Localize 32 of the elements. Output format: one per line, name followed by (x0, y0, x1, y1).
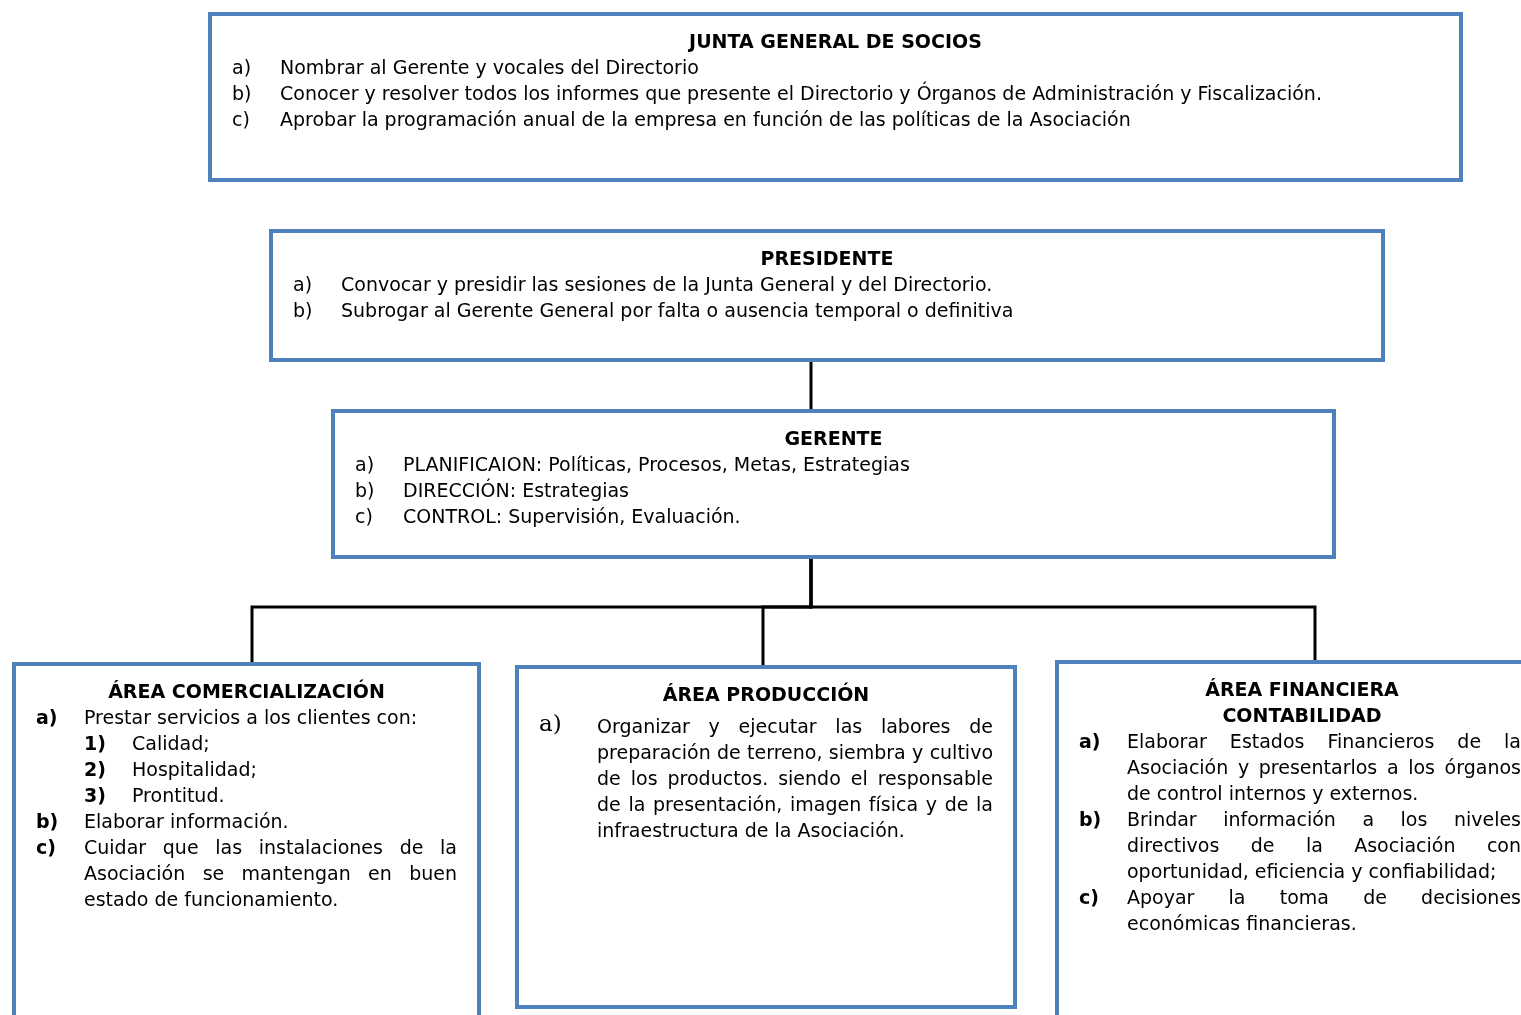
org-box (12, 662, 481, 1015)
list-item: a) Nombrar al Gerente y vocales del Directorio (232, 55, 700, 80)
list-item: b) Brindar información a los niveles directivos de la Asociación con oportunidad, eficiencia y confiabilidad; (1079, 807, 1521, 884)
list-item: c) Cuidar que las instalaciones de la Asociación se mantengan en buen estado de funcionamiento. (36, 835, 457, 912)
list-item: b) DIRECCIÓN: Estrategias (355, 477, 630, 503)
list-item: b) Subrogar al Gerente General por falta o ausencia temporal o definitiva (293, 298, 1015, 323)
list-item: 1) Calidad; (83, 731, 211, 756)
list-item: a) PLANIFICAION: Políticas, Procesos, Metas, Estrategias (355, 452, 911, 477)
list-item: a) Elaborar Estados Financieros de la Asociación y presentarlos a los órganos de control internos y externos. (1079, 729, 1521, 806)
connector-line (809, 558, 1317, 660)
list-item: b) Elaborar información. (36, 809, 290, 834)
org-box (331, 409, 1336, 559)
list-item: c) Aprobar la programación anual de la empresa en función de las políticas de la Asociación (232, 107, 1132, 132)
box-heading: GERENTE (783, 426, 884, 451)
box-heading: PRESIDENTE (759, 246, 895, 271)
box-heading: JUNTA GENERAL DE SOCIOS (687, 29, 983, 54)
box-heading: ÁREA PRODUCCIÓN (661, 681, 871, 707)
org-box (208, 12, 1463, 182)
box-heading: ÁREA COMERCIALIZACIÓN (107, 678, 386, 704)
list-item: a) Prestar servicios a los clientes con: (36, 705, 419, 730)
org-box (515, 665, 1017, 1009)
list-item: c) Apoyar la toma de decisiones económicas financieras. (1079, 885, 1521, 936)
org-box (269, 229, 1385, 362)
list-item: c) CONTROL: Supervisión, Evaluación. (355, 504, 742, 529)
list-item: a) Convocar y presidir las sesiones de la Junta General y del Directorio. (293, 272, 994, 297)
list-item: 2) Hospitalidad; (83, 757, 258, 782)
org-box (1055, 660, 1521, 1015)
list-item: 3) Prontitud. (83, 783, 226, 808)
box-heading: ÁREA FINANCIERA CONTABILIDAD (1204, 677, 1400, 728)
list-item: a) Organizar y ejecutar las labores de preparación de terreno, siembra y cultivo de los productos. siendo el responsable de la presentación, imagen física y de la infraestructura de la Asociación. (539, 713, 993, 843)
list-item: b) Conocer y resolver todos los informes que presente el Directorio y Órganos de Administración y Fiscalización. (232, 80, 1323, 106)
connector-line (809, 361, 813, 409)
